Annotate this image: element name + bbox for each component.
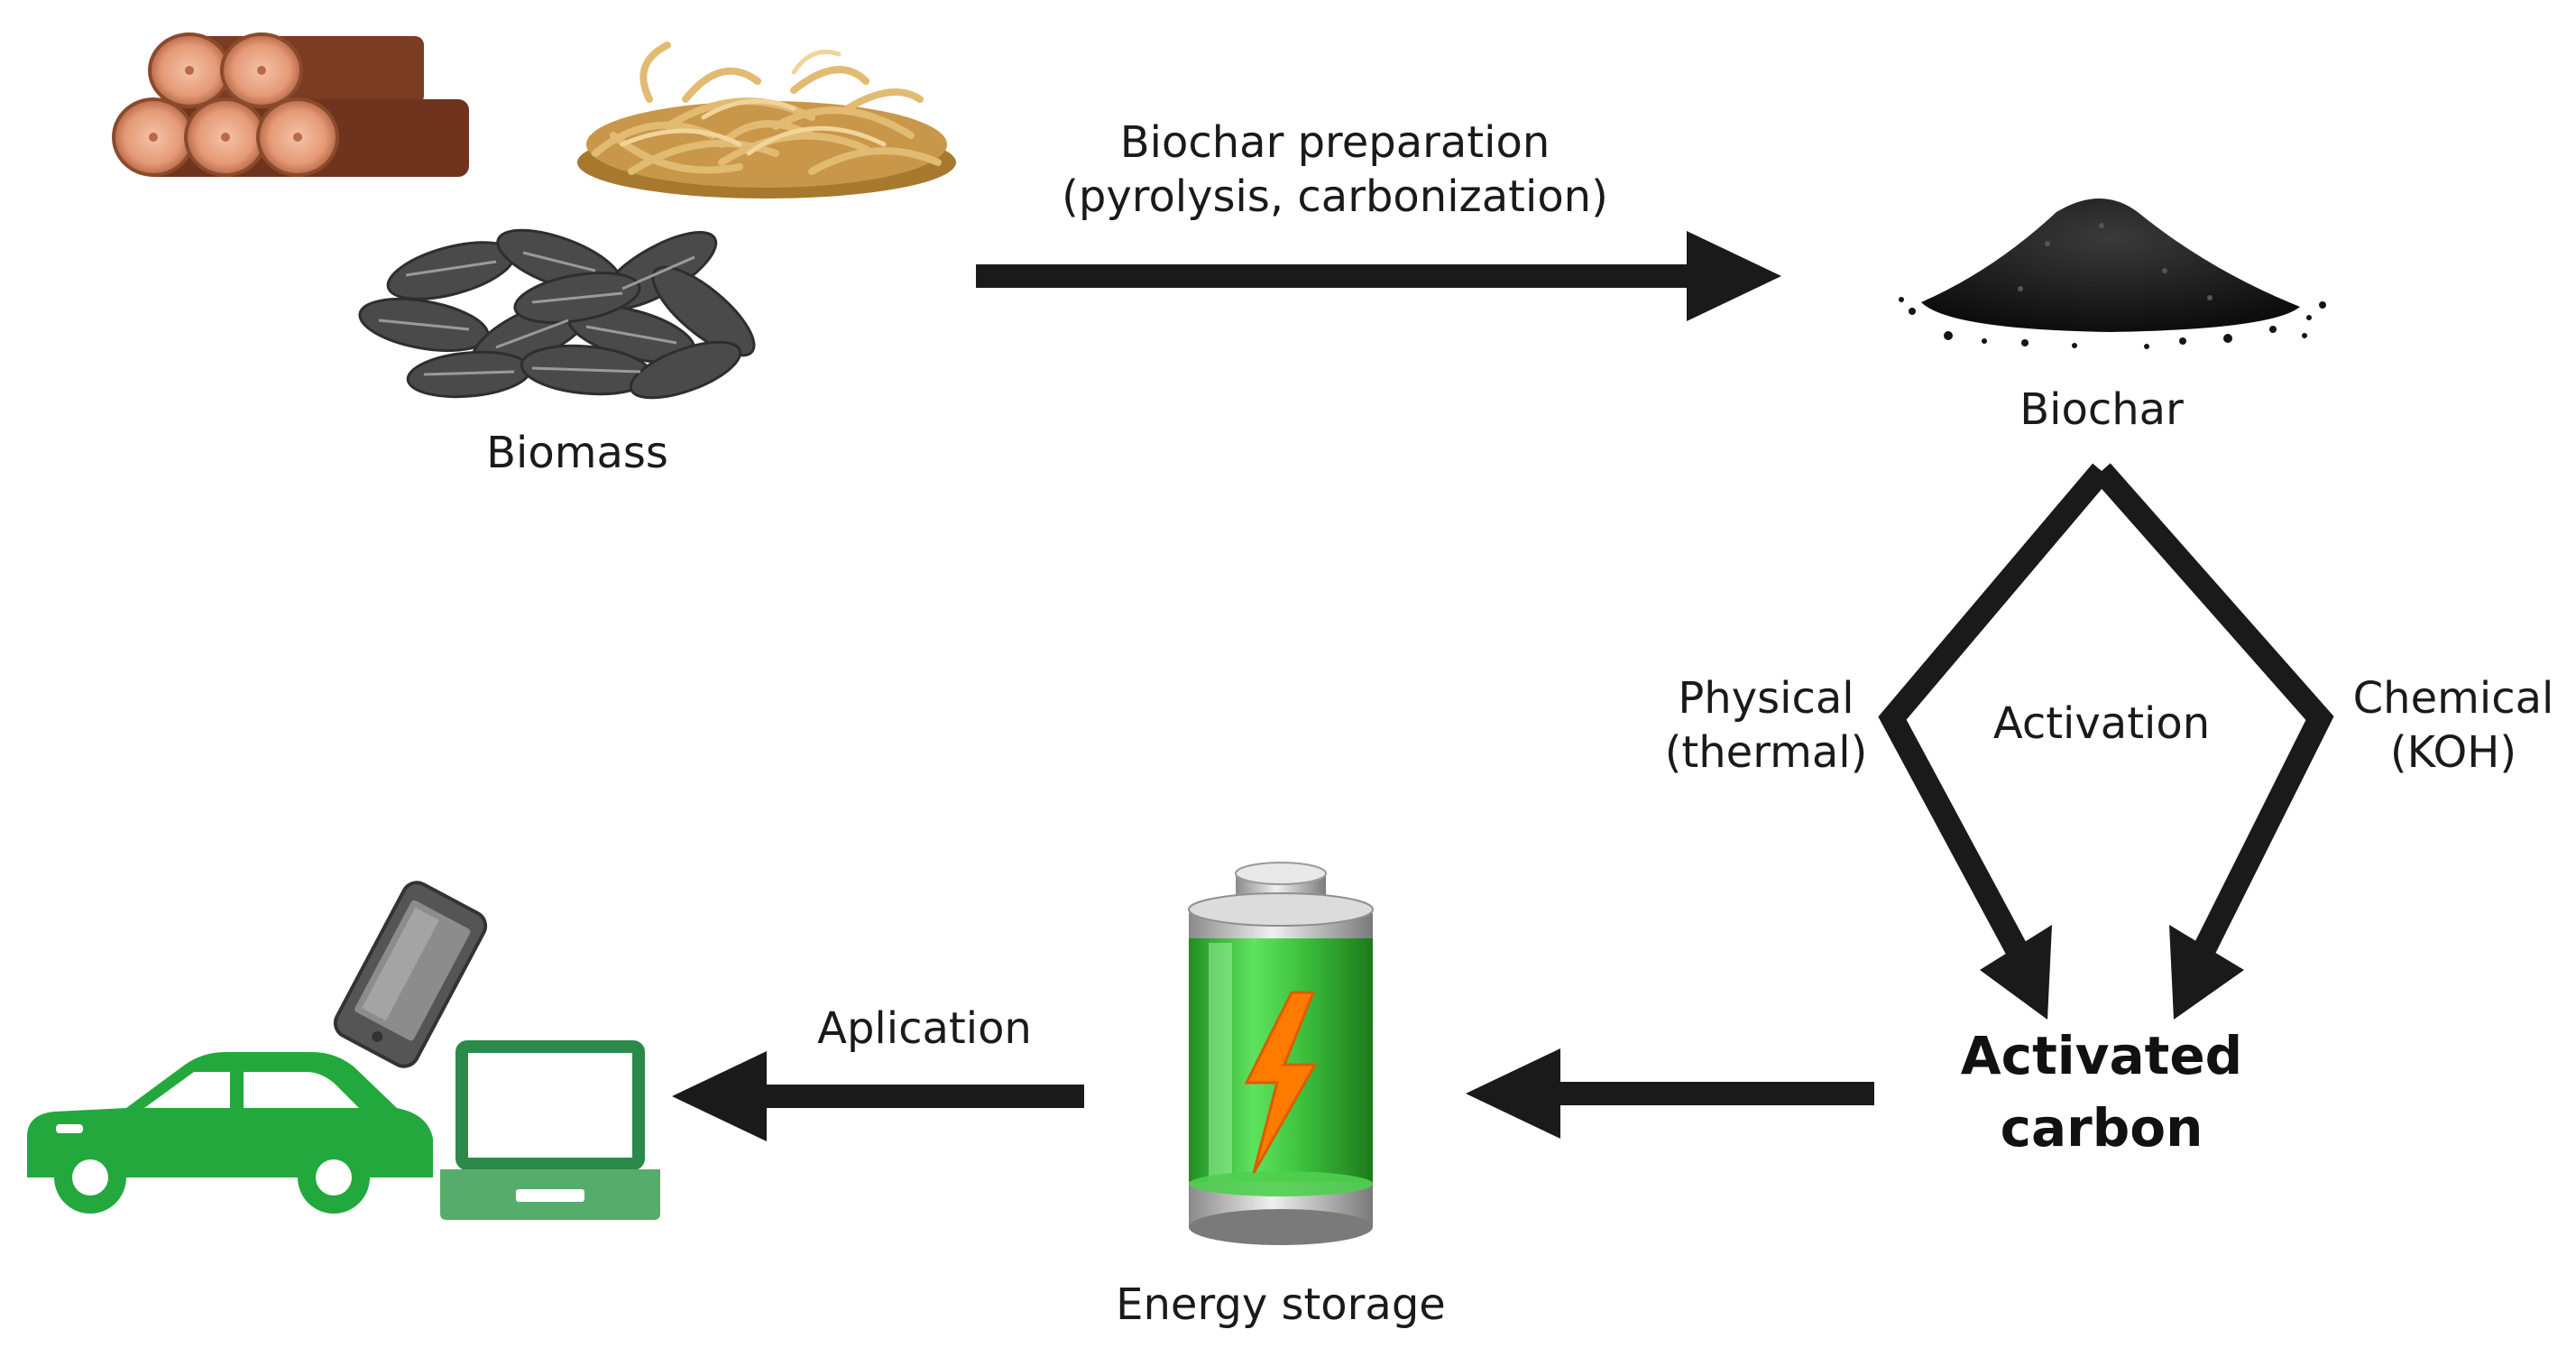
lightning-bolt-icon bbox=[1244, 991, 1318, 1174]
activated-carbon-label: Activated carbon bbox=[1921, 1020, 2282, 1164]
phone-icon bbox=[333, 881, 488, 1068]
biochar-preparation-label: Biochar preparation (pyrolysis, carboniz… bbox=[992, 115, 1678, 224]
biochar-preparation-line2: (pyrolysis, carbonization) bbox=[1062, 171, 1608, 222]
battery-icon bbox=[1188, 862, 1374, 1245]
chemical-line2: (KOH) bbox=[2389, 727, 2517, 778]
car-icon bbox=[27, 1052, 433, 1214]
biomass-label: Biomass bbox=[486, 428, 668, 478]
chemical-koh-label: Chemical (KOH) bbox=[2336, 671, 2571, 780]
straw-icon bbox=[577, 42, 956, 199]
logs-icon bbox=[112, 32, 469, 177]
arrow-physical-head bbox=[1980, 925, 2052, 1020]
biochar-pile-icon bbox=[1899, 199, 2326, 349]
arrow-chemical-head bbox=[2169, 925, 2244, 1020]
arrow-storage-to-application bbox=[672, 1051, 1084, 1141]
arrow-activation-chemical bbox=[2093, 463, 2334, 962]
activation-label: Activation bbox=[1992, 698, 2211, 749]
application-label: Aplication bbox=[817, 1003, 1032, 1054]
physical-line2: (thermal) bbox=[1664, 727, 1868, 778]
arrow-activation-physical bbox=[1878, 463, 2111, 963]
chemical-line1: Chemical bbox=[2352, 673, 2554, 724]
physical-line1: Physical bbox=[1678, 673, 1854, 724]
activated-carbon-line2: carbon bbox=[2000, 1097, 2203, 1159]
arrow-biomass-to-biochar bbox=[976, 231, 1781, 321]
biochar-label: Biochar bbox=[2019, 384, 2184, 435]
activated-carbon-line1: Activated bbox=[1960, 1025, 2243, 1086]
energy-storage-label: Energy storage bbox=[1116, 1279, 1446, 1330]
seeds-icon bbox=[358, 228, 756, 400]
laptop-icon bbox=[440, 1040, 660, 1220]
physical-thermal-label: Physical (thermal) bbox=[1640, 671, 1892, 780]
biochar-preparation-line1: Biochar preparation bbox=[1119, 117, 1550, 168]
arrow-carbon-to-storage bbox=[1466, 1048, 1874, 1139]
